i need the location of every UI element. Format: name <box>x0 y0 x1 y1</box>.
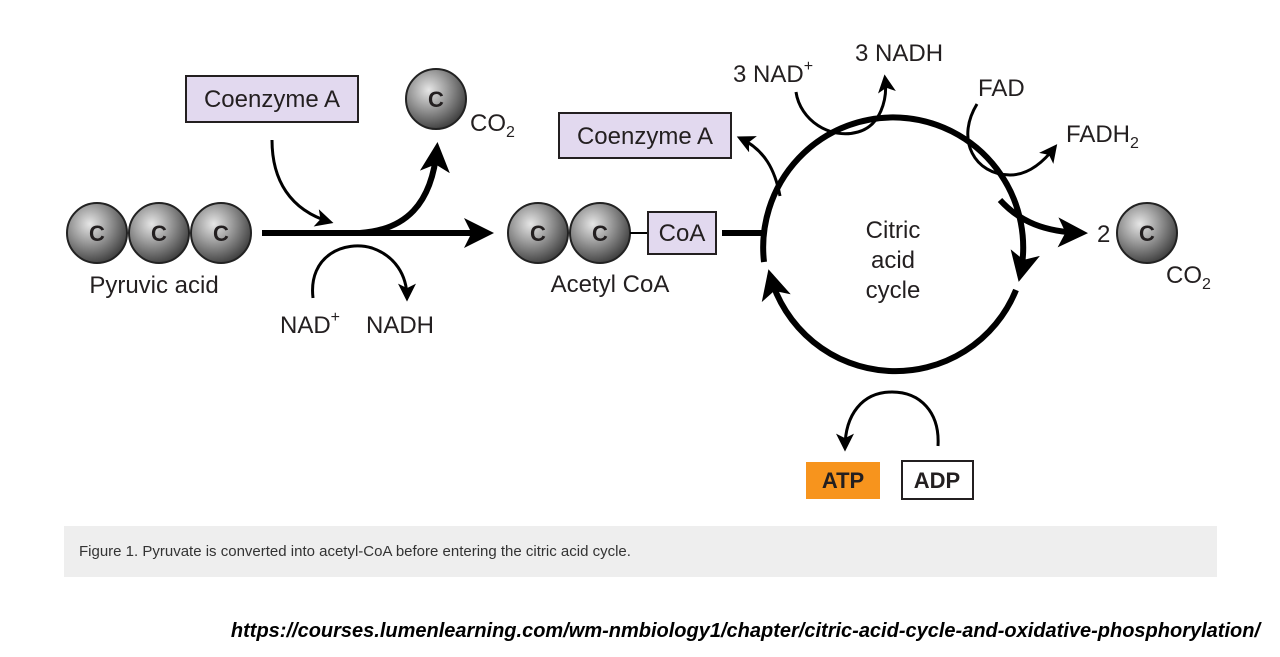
carbon-atom <box>128 202 190 264</box>
carbon-atom <box>507 202 569 264</box>
pyruvic-acid-label: Pyruvic acid <box>89 272 218 299</box>
pyruvic-acid-molecule: C C C Pyruvic acid <box>66 202 252 299</box>
co2-subscript: 2 <box>1202 276 1211 293</box>
fad-to-fadh2-arrow <box>966 103 1058 177</box>
nad-text: NAD <box>280 312 331 339</box>
cycle-arc-main <box>760 114 1040 282</box>
acetyl-coa-label: Acetyl CoA <box>551 271 670 298</box>
nad-plus-label: NAD+ <box>280 309 340 339</box>
coenzyme-a-in-arrow <box>270 139 334 227</box>
coenzyme-a-box <box>558 112 732 159</box>
acetyl-coa-molecule: C C CoA Acetyl CoA <box>507 202 717 298</box>
cycle-arc-return <box>761 269 1019 375</box>
carbon-symbol: C <box>89 221 105 246</box>
nad-superscript: + <box>331 309 340 326</box>
coa-box <box>647 211 717 255</box>
co2-label: CO2 <box>470 110 515 141</box>
nad-text: 3 NAD <box>733 61 804 88</box>
fadh-subscript: 2 <box>1130 135 1139 152</box>
coenzyme-a-out-arrow <box>736 136 782 197</box>
atp-rect <box>806 462 880 499</box>
carbon-atom <box>1116 202 1178 264</box>
atp-label: ATP <box>822 468 864 493</box>
co2-subscript: 2 <box>506 124 515 141</box>
coenzyme-a-output: Coenzyme A <box>558 112 732 159</box>
carbon-atom <box>190 202 252 264</box>
figure-caption-text: Figure 1. Pyruvate is converted into ace… <box>79 543 631 560</box>
carbon-symbol: C <box>428 87 444 112</box>
nad-superscript: + <box>804 58 813 75</box>
cycle-label-line1: Citric <box>866 217 921 244</box>
co2-molecule-first: C CO2 <box>405 68 515 141</box>
coenzyme-a-box <box>185 75 359 123</box>
adp-box: ADP <box>901 460 974 500</box>
nad-to-nadh-cycle-arrow <box>794 74 896 136</box>
fadh2-label: FADH2 <box>1066 121 1139 152</box>
nad-to-nadh-arrow <box>311 244 416 302</box>
pyruvate-to-citric-acid-cycle-diagram: C C C Pyruvic acid Coenzyme A C CO2 NAD+… <box>66 40 1211 500</box>
adp-to-atp-arrow <box>836 390 940 452</box>
nadh-cycle-label: 3 NADH <box>855 40 943 67</box>
co2-text: CO <box>470 110 506 137</box>
carbon-symbol: C <box>213 221 229 246</box>
figure-caption: Figure 1. Pyruvate is converted into ace… <box>64 526 1217 577</box>
nad-plus-cycle-label: 3 NAD+ <box>733 58 813 88</box>
coenzyme-a-label: Coenzyme A <box>577 123 713 150</box>
carbon-symbol: C <box>530 221 546 246</box>
adp-label: ADP <box>914 468 960 493</box>
carbon-symbol: C <box>592 221 608 246</box>
atp-box: ATP <box>806 462 880 499</box>
co2-label: CO2 <box>1166 262 1211 293</box>
fadh-text: FADH <box>1066 121 1130 148</box>
coenzyme-a-input: Coenzyme A <box>185 75 359 123</box>
co2-molecule-cycle: C CO2 <box>1116 202 1211 293</box>
carbon-symbol: C <box>1139 221 1155 246</box>
adp-rect <box>901 460 974 500</box>
fad-label: FAD <box>978 75 1025 102</box>
carbon-symbol: C <box>151 221 167 246</box>
co2-cycle-release-arrow <box>997 197 1088 248</box>
coenzyme-a-label: Coenzyme A <box>204 86 340 113</box>
cycle-label-line2: acid <box>871 247 915 274</box>
carbon-atom <box>66 202 128 264</box>
carbon-atom <box>405 68 467 130</box>
nadh-label: NADH <box>366 312 434 339</box>
cycle-label-line3: cycle <box>866 277 921 304</box>
coa-label: CoA <box>659 220 706 247</box>
source-url: https://courses.lumenlearning.com/wm-nmb… <box>230 620 1260 642</box>
co2-count-label: 2 <box>1097 221 1110 248</box>
co2-release-arrow <box>359 142 450 236</box>
co2-text: CO <box>1166 262 1202 289</box>
